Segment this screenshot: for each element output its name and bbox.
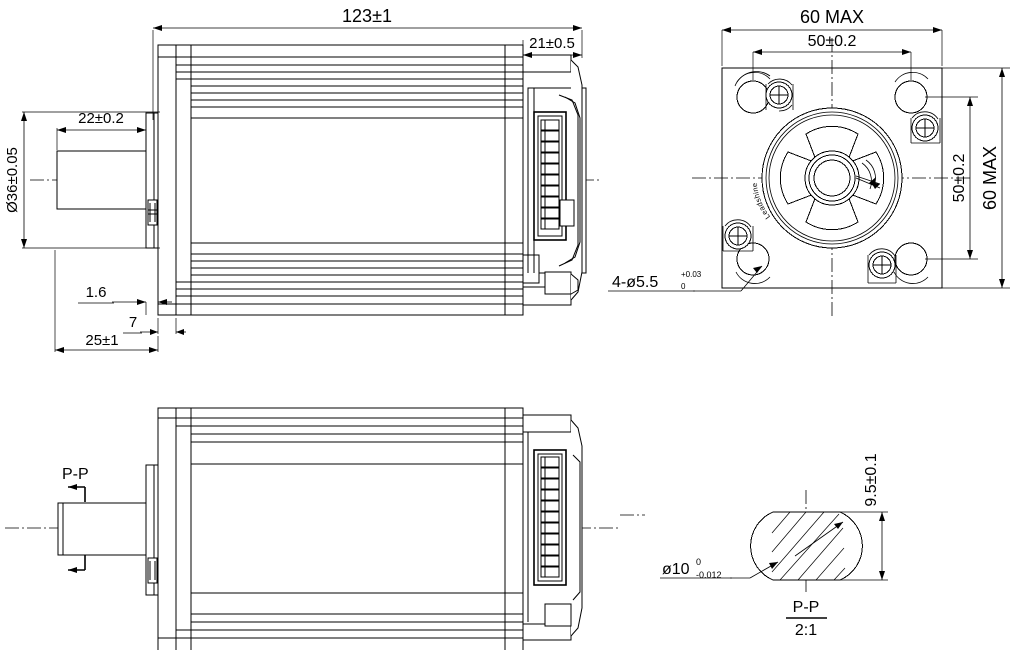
hub-bore-inner <box>813 159 851 197</box>
motor-hub: Leadshine <box>750 107 903 249</box>
dim-body-height-max-text: 60 MAX <box>980 146 1000 210</box>
callout-hole-tol-lower: 0 <box>681 282 686 291</box>
dimension-body-width-max: 60 MAX <box>721 7 943 66</box>
dimension-shaft-flat-height: 9.5±0.1 <box>840 453 888 581</box>
view-front-face: Leadshine 60 MAX <box>608 7 1010 318</box>
dim-shaft-diameter-text: Ø36±0.05 <box>4 147 21 213</box>
callout-shaft-tol-upper: 0 <box>696 557 701 567</box>
screw-heads <box>722 78 941 284</box>
terminal-pins-top <box>540 119 560 230</box>
view-section-pp: ø10 0 -0.012 9.5±0.1 P-P 2:1 <box>620 453 888 639</box>
screw-head-right <box>910 111 941 144</box>
shaft-section-profile <box>750 511 863 581</box>
mounting-holes <box>734 71 929 284</box>
dim-shaft-length-text: 22±0.2 <box>78 110 124 127</box>
dim-pitch-horizontal-text: 50±0.2 <box>808 33 857 50</box>
dim-flange-step-text: 7 <box>129 314 137 331</box>
view-side-elevation-lower: P-P <box>5 407 620 650</box>
dimension-connector-length: 21±0.5 <box>522 35 582 58</box>
dim-overall-length-text: 123±1 <box>342 6 392 26</box>
callout-shaft-dia-text: ø10 <box>662 561 690 578</box>
section-mark-pp: P-P <box>62 466 89 573</box>
screw-head-left <box>722 219 754 252</box>
motor-body-top <box>157 44 524 316</box>
dimension-pitch-horizontal: 50±0.2 <box>752 33 912 80</box>
motor-body-bottom <box>157 407 524 650</box>
callout-hole-tol-upper: +0.03 <box>681 270 702 279</box>
dimension-pitch-vertical: 50±0.2 <box>925 96 978 260</box>
dimension-flange-thickness: 1.6 <box>78 284 172 315</box>
hub-inner-rim <box>765 111 899 245</box>
callout-shaft-diameter: ø10 0 -0.012 <box>660 521 844 580</box>
dimension-flange-step: 7 <box>123 314 186 335</box>
view-side-elevation-upper: 123±1 21±0.5 22±0.2 Ø36±0.05 <box>4 6 600 353</box>
motor-flange-top <box>145 112 159 249</box>
screw-head-bottom <box>867 248 897 284</box>
motor-shaft-bottom <box>57 502 147 556</box>
callout-mounting-holes: 4-ø5.5 +0.03 0 <box>608 265 763 292</box>
dim-connector-length-text: 21±0.5 <box>529 35 575 52</box>
section-hatching <box>771 511 846 581</box>
dim-flange-to-body-text: 25±1 <box>85 332 118 349</box>
dimension-flange-to-body: 25±1 <box>54 250 159 353</box>
dim-shaft-flat-height-text: 9.5±0.1 <box>863 453 880 506</box>
dim-pitch-vertical-text: 50±0.2 <box>951 153 968 202</box>
dimension-body-height-max: 60 MAX <box>942 67 1010 289</box>
motor-shaft-top <box>56 150 147 210</box>
dimension-overall-length: 123±1 <box>152 6 583 120</box>
terminal-pins-bottom <box>540 456 560 578</box>
section-title-block: P-P 2:1 <box>786 599 827 639</box>
section-mark-label: P-P <box>62 466 89 483</box>
callout-hole-text: 4-ø5.5 <box>612 274 658 291</box>
motor-rear-housing-top <box>522 54 587 306</box>
mounting-hole-bottom-right <box>894 242 928 276</box>
dim-body-width-max-text: 60 MAX <box>800 7 864 27</box>
callout-shaft-tol-lower: -0.012 <box>696 570 722 580</box>
dimension-shaft-diameter: Ø36±0.05 <box>4 111 160 249</box>
dim-flange-thickness-text: 1.6 <box>86 284 107 301</box>
rotation-arrow-icon <box>855 159 881 190</box>
motor-flange-bottom <box>145 464 159 596</box>
mounting-hole-top-right <box>894 80 928 114</box>
motor-rear-housing-bottom <box>522 414 583 641</box>
dimension-shaft-length: 22±0.2 <box>56 110 147 150</box>
screw-head-top <box>765 78 794 112</box>
section-scale-text: 2:1 <box>795 622 817 639</box>
mounting-hole-top-left <box>736 80 770 114</box>
hub-rim-2 <box>768 114 896 242</box>
section-title-text: P-P <box>793 599 820 616</box>
